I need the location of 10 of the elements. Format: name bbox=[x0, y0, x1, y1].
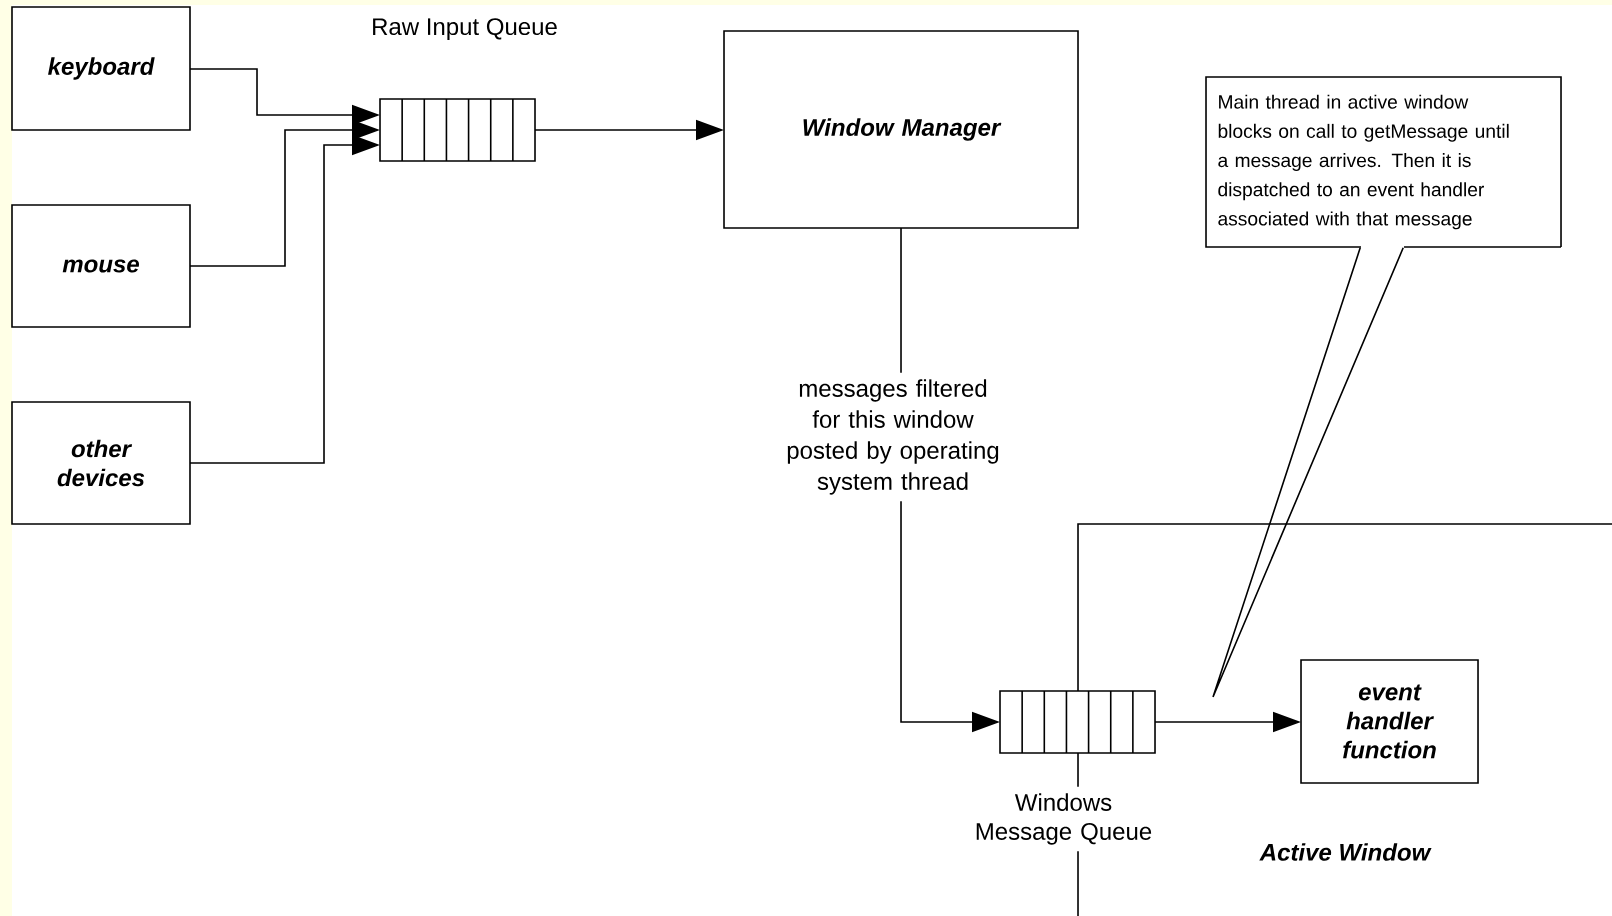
process-box: other devices bbox=[11, 401, 191, 525]
callout-box: Main thread in active window blocks on call to getMessage until a message arrives. Then it is dispatched to an event handler associated with that message bbox=[1205, 76, 1562, 248]
process-box: event handler function bbox=[1300, 659, 1479, 784]
node-label: Raw Input Queue bbox=[373, 18, 557, 40]
process-box: Window Manager bbox=[723, 30, 1079, 229]
process-box: keyboard bbox=[11, 6, 191, 131]
queue: Windows Message Queue bbox=[951, 690, 1176, 852]
edge-label: messages filtered for this window posted by operating system thread bbox=[774, 372, 1012, 502]
process-box: mouse bbox=[11, 204, 191, 328]
queue: Raw Input Queue bbox=[373, 18, 557, 162]
